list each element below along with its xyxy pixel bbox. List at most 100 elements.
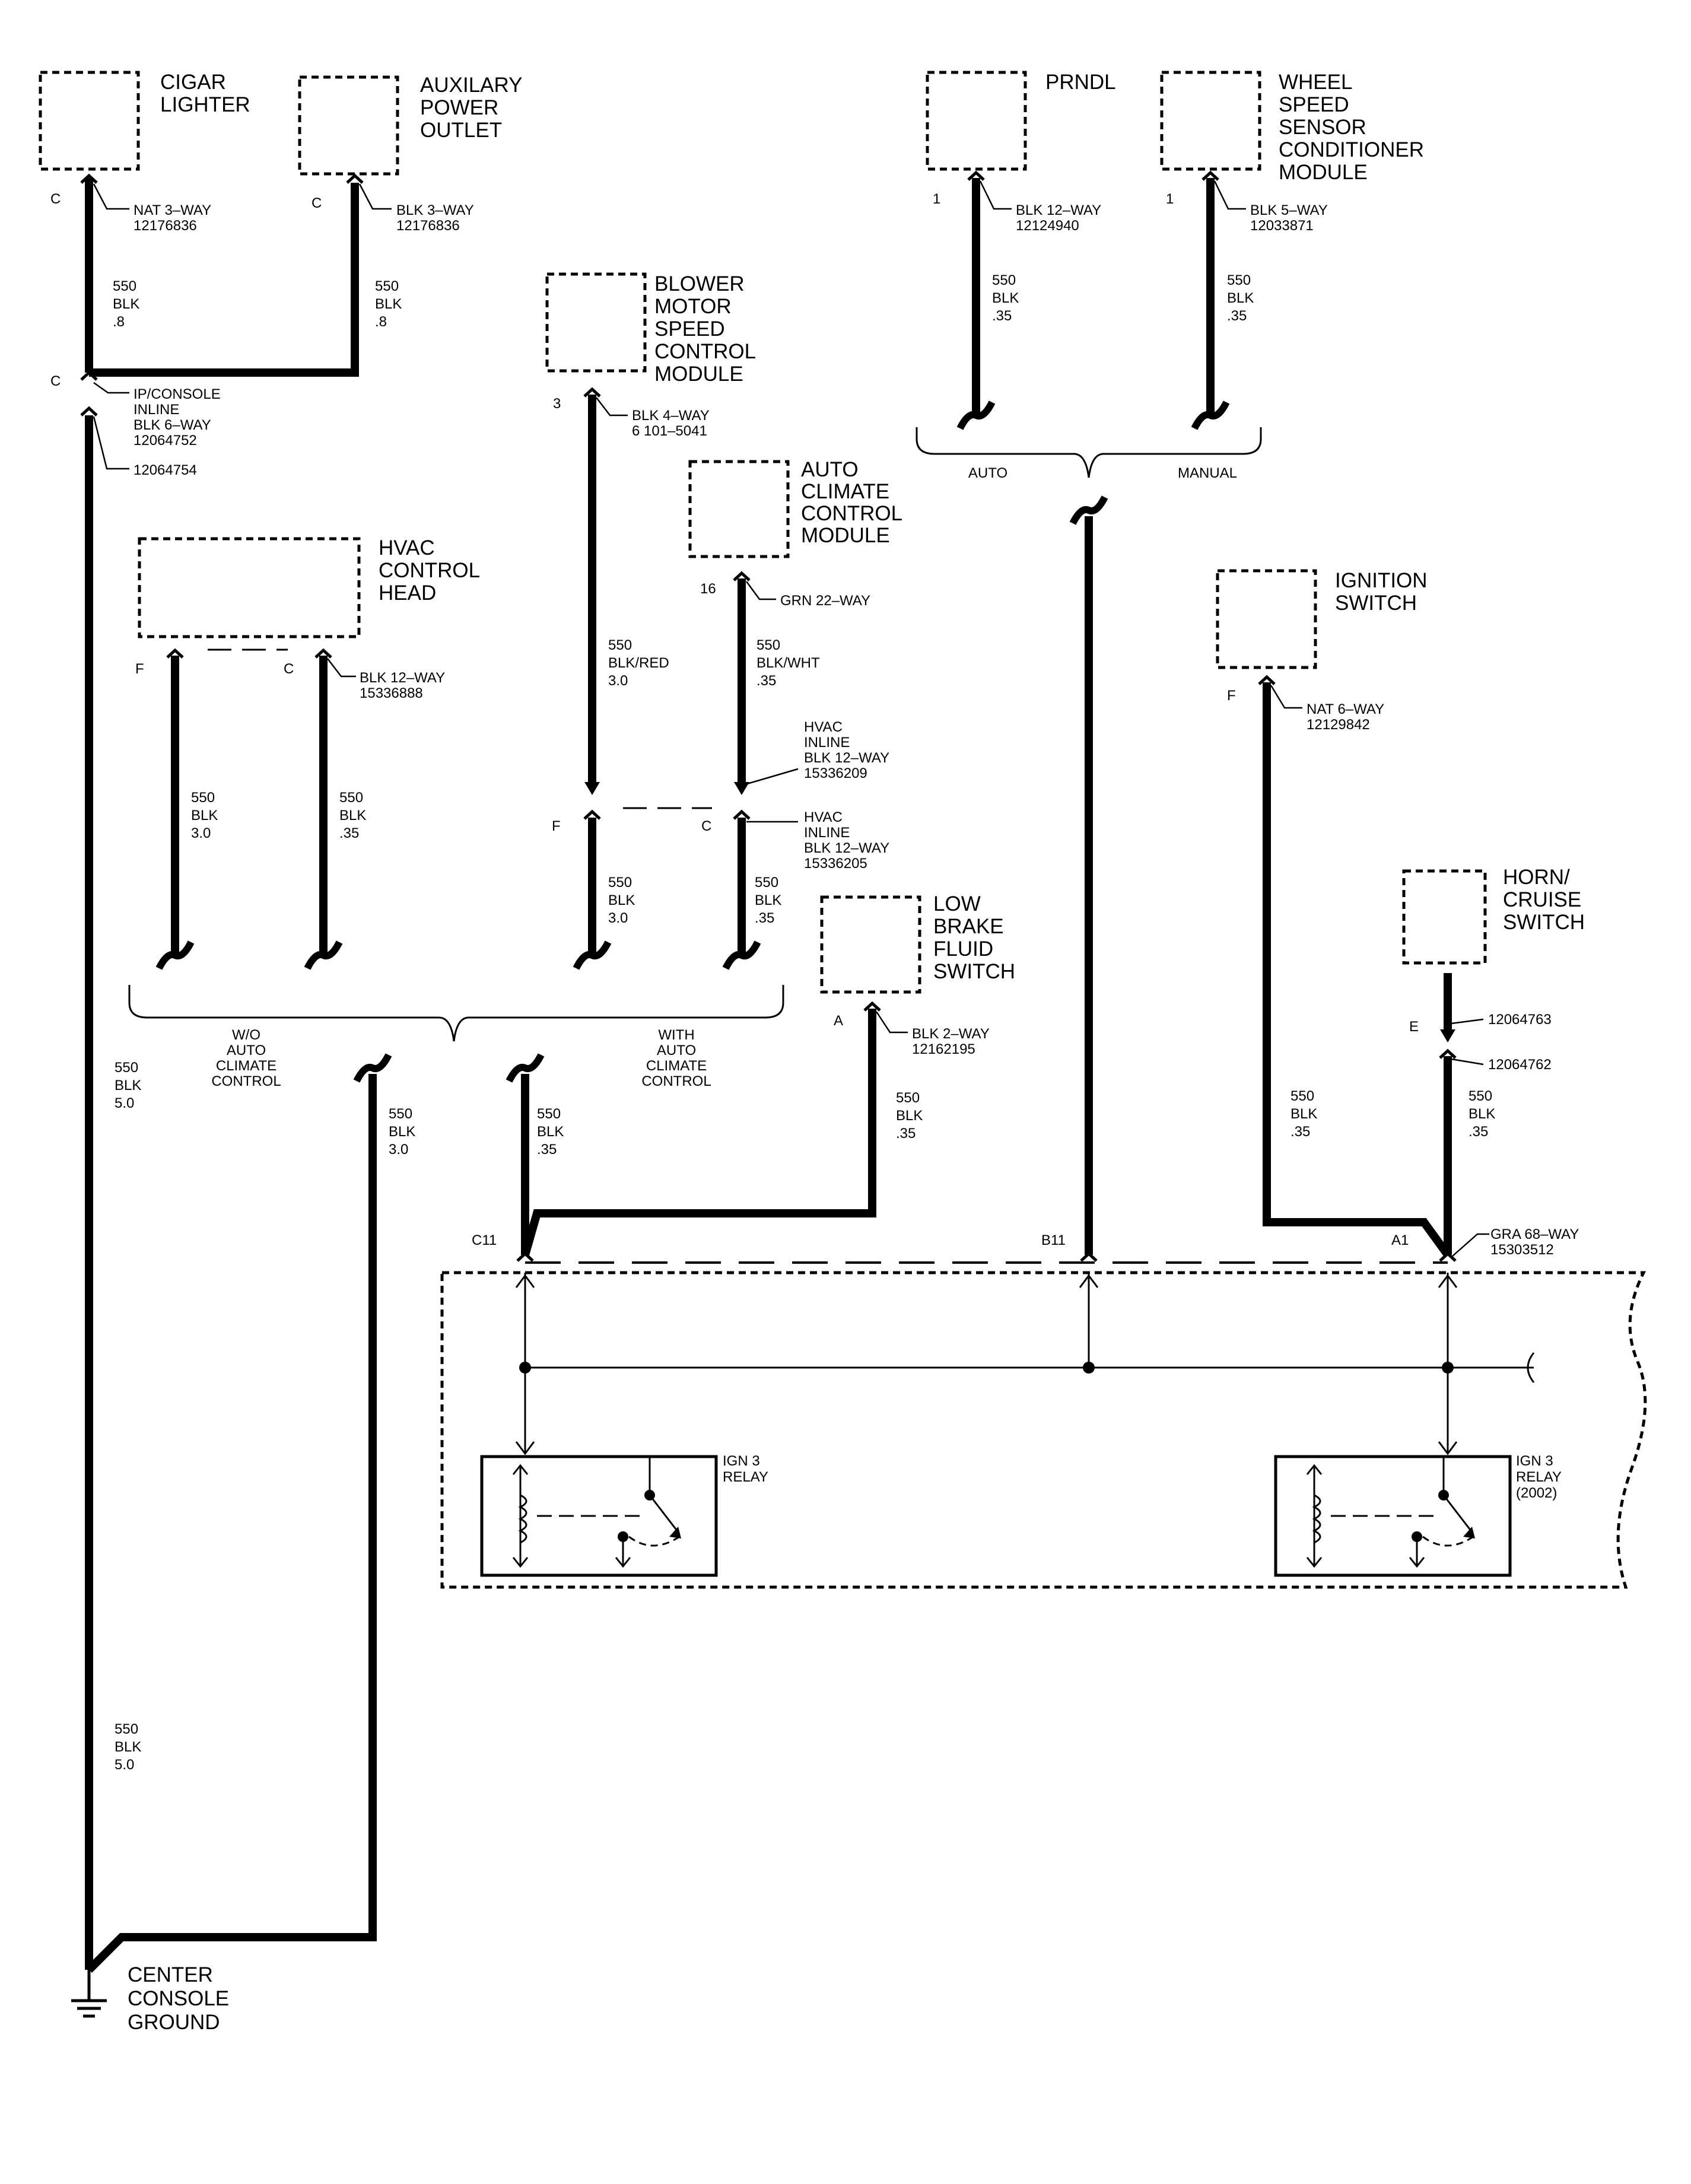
svg-text:IP/CONSOLE: IP/CONSOLE	[134, 386, 221, 402]
svg-text:550: 550	[339, 790, 363, 806]
svg-text:LIGHTER: LIGHTER	[160, 93, 250, 116]
svg-text:LOW: LOW	[933, 892, 981, 915]
svg-text:5.0: 5.0	[115, 1095, 134, 1111]
option-wo-auto: W/O AUTO CLIMATE CONTROL	[211, 1027, 281, 1089]
cigar-lighter-title: CIGAR LIGHTER	[160, 71, 250, 116]
svg-text:CONTROL: CONTROL	[379, 559, 480, 582]
svg-text:BLK: BLK	[1227, 290, 1254, 306]
option-manual: MANUAL	[1178, 465, 1237, 481]
svg-text:BLK: BLK	[375, 296, 402, 312]
svg-text:550: 550	[608, 637, 632, 653]
svg-text:BLK 2–WAY: BLK 2–WAY	[912, 1026, 990, 1042]
svg-text:3: 3	[553, 396, 561, 412]
svg-text:550: 550	[375, 278, 399, 294]
svg-text:IGN 3: IGN 3	[1516, 1453, 1553, 1469]
svg-text:BLK: BLK	[992, 290, 1019, 306]
svg-text:15303512: 15303512	[1490, 1242, 1554, 1258]
svg-text:INLINE: INLINE	[804, 735, 850, 751]
bcm-boundary	[440, 1271, 1647, 1589]
svg-text:550: 550	[191, 790, 215, 806]
svg-text:CONSOLE: CONSOLE	[128, 1987, 229, 2010]
svg-text:BLK: BLK	[113, 296, 139, 312]
connector-chevrons	[80, 170, 1457, 1262]
auto-climate-box	[688, 460, 790, 558]
svg-text:.8: .8	[113, 314, 125, 330]
svg-text:SWITCH: SWITCH	[1335, 592, 1417, 615]
svg-text:F: F	[1227, 688, 1236, 704]
prndl-title: PRNDL	[1045, 71, 1116, 94]
svg-text:AUXILARY: AUXILARY	[420, 74, 523, 97]
svg-text:A1: A1	[1391, 1232, 1409, 1248]
svg-text:BLK: BLK	[389, 1124, 415, 1140]
svg-text:CLIMATE: CLIMATE	[646, 1058, 707, 1074]
svg-text:.8: .8	[375, 314, 387, 330]
svg-text:(2002): (2002)	[1516, 1485, 1557, 1501]
svg-text:GRA 68–WAY: GRA 68–WAY	[1490, 1226, 1579, 1242]
svg-text:CONTROL: CONTROL	[211, 1073, 281, 1089]
svg-text:CONDITIONER: CONDITIONER	[1279, 138, 1424, 161]
blower-motor-box	[545, 272, 647, 373]
svg-text:12064754: 12064754	[134, 462, 197, 478]
svg-text:550: 550	[1290, 1088, 1314, 1104]
svg-text:.35: .35	[1468, 1124, 1488, 1140]
svg-text:AUTO: AUTO	[657, 1042, 696, 1058]
connector-leaders	[93, 180, 1489, 1257]
break-marks	[155, 400, 1230, 1083]
svg-text:550: 550	[992, 272, 1016, 288]
svg-text:3.0: 3.0	[389, 1142, 408, 1158]
svg-text:BLK 5–WAY: BLK 5–WAY	[1250, 202, 1328, 218]
trans-brace	[916, 427, 1262, 478]
svg-text:WHEEL: WHEEL	[1279, 71, 1352, 94]
svg-text:15336209: 15336209	[804, 765, 867, 781]
svg-text:CONTROL: CONTROL	[641, 1073, 711, 1089]
horn-cruise-box	[1402, 869, 1487, 965]
svg-text:HVAC: HVAC	[379, 536, 435, 559]
svg-text:OUTLET: OUTLET	[420, 119, 502, 142]
svg-text:BLK: BLK	[115, 1739, 141, 1755]
auto-climate-title: AUTO CLIMATE CONTROL MODULE	[801, 458, 902, 547]
svg-text:CLIMATE: CLIMATE	[216, 1058, 276, 1074]
svg-text:INLINE: INLINE	[134, 402, 179, 418]
connector-info: NAT 3–WAY 12176836 BLK 3–WAY 12176836 IP…	[134, 202, 1579, 1258]
low-brake-wire	[521, 1009, 876, 1256]
svg-text:RELAY: RELAY	[723, 1469, 768, 1485]
svg-text:550: 550	[115, 1060, 138, 1076]
svg-text:3.0: 3.0	[608, 910, 628, 926]
cigar-lighter-box	[39, 71, 140, 171]
svg-text:.35: .35	[1227, 308, 1247, 324]
svg-text:HORN/: HORN/	[1503, 866, 1570, 889]
svg-text:C: C	[701, 818, 711, 834]
svg-text:550: 550	[755, 875, 778, 891]
svg-text:B11: B11	[1041, 1232, 1066, 1248]
svg-text:550: 550	[115, 1721, 138, 1737]
svg-text:BLK: BLK	[115, 1077, 141, 1093]
svg-text:MODULE: MODULE	[654, 363, 743, 386]
svg-text:.35: .35	[896, 1126, 916, 1142]
svg-text:NAT 3–WAY: NAT 3–WAY	[134, 202, 211, 218]
climate-brace	[128, 985, 784, 1042]
hvac-head-box	[138, 537, 361, 638]
ignition-switch-title: IGNITION SWITCH	[1335, 569, 1428, 615]
svg-text:RELAY: RELAY	[1516, 1469, 1562, 1485]
svg-text:BLK: BLK	[1468, 1106, 1495, 1122]
svg-text:.35: .35	[1290, 1124, 1310, 1140]
svg-text:CRUISE: CRUISE	[1503, 888, 1581, 911]
horn-cruise-title: HORN/ CRUISE SWITCH	[1503, 866, 1585, 934]
svg-text:MOTOR: MOTOR	[654, 295, 732, 318]
svg-text:GRN 22–WAY: GRN 22–WAY	[780, 593, 870, 609]
svg-text:550: 550	[113, 278, 136, 294]
svg-text:MODULE: MODULE	[801, 524, 890, 547]
relay-left-label: IGN 3 RELAY	[723, 1453, 768, 1485]
wheel-speed-title: WHEEL SPEED SENSOR CONDITIONER MODULE	[1279, 71, 1424, 184]
